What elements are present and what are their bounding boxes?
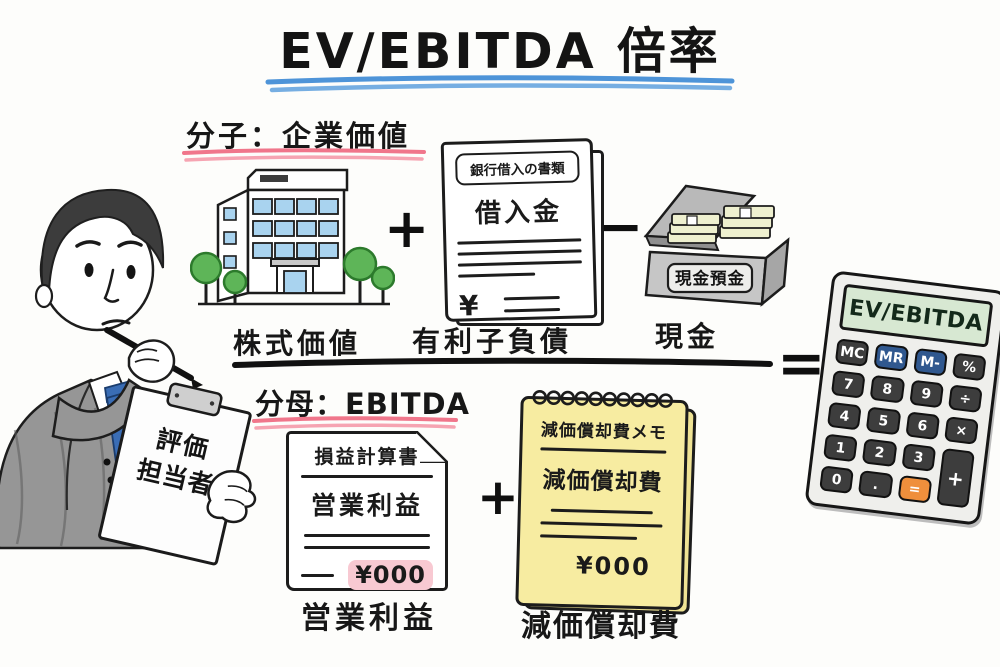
calc-key-3: 3 — [900, 443, 936, 472]
nose — [103, 268, 120, 303]
text-line — [458, 272, 536, 278]
income-statement-document: 損益計算書 営業利益 ¥000 — [286, 431, 448, 591]
calc-key-plus: + — [936, 447, 975, 509]
depreciation-caption: 減価償却費 — [521, 609, 681, 644]
calc-key-mminus: M- — [912, 347, 948, 377]
equals-sign: = — [777, 329, 826, 397]
clipboard: 評価 担当者 — [98, 382, 257, 566]
calc-key-mr: MR — [873, 343, 909, 372]
income-amount-row: ¥000 — [301, 560, 433, 590]
text-line — [301, 475, 433, 478]
ear — [34, 283, 54, 309]
debt-document-header: 銀行借入の書類 — [454, 150, 580, 186]
minus-operator: − — [598, 195, 644, 258]
office-building-icon — [190, 168, 395, 306]
calc-key-8: 8 — [869, 374, 905, 404]
calc-key-4: 4 — [826, 401, 862, 431]
calc-key-multiply: × — [943, 416, 979, 445]
calc-key-percent: % — [951, 352, 987, 382]
text-line — [504, 295, 561, 301]
cash-caption: 現金 — [655, 320, 720, 353]
calc-key-mc: MC — [834, 338, 870, 367]
text-line — [540, 534, 637, 540]
plus-operator-bottom: + — [477, 468, 519, 526]
numerator-underline — [182, 148, 426, 162]
depreciation-memo-pad: 減価償却費メモ 減価償却費 ¥000 — [515, 390, 689, 611]
calc-key-6: 6 — [904, 411, 940, 441]
debt-document-item: 借入金 — [474, 196, 563, 230]
calc-key-1: 1 — [823, 433, 859, 463]
cash-box-label: 現金預金 — [675, 268, 745, 288]
eye — [84, 263, 94, 277]
memo-header: 減価償却費メモ — [540, 420, 668, 444]
plus-operator-top: + — [384, 197, 430, 260]
text-line — [539, 447, 667, 454]
analyst-illustration: 評価 担当者 — [0, 188, 257, 566]
title-underline — [265, 75, 735, 93]
text-line — [457, 238, 582, 245]
hair — [40, 188, 165, 298]
text-line — [457, 260, 582, 267]
debt-amount-row: ¥ — [458, 286, 584, 323]
folded-corner — [416, 431, 448, 463]
eye — [126, 265, 136, 279]
numerator-heading: 分子：企業価値 — [186, 119, 411, 153]
calc-key-dot: . — [858, 470, 894, 499]
income-statement-header: 損益計算書 — [314, 446, 420, 468]
calculator-keypad: MC MR M- % 7 8 9 ÷ 4 5 6 × 1 2 3 + 0 . = — [819, 338, 987, 509]
text-line — [303, 534, 431, 537]
memo-item: 減価償却費 — [542, 467, 663, 497]
denominator-heading: 分母：EBITDA — [255, 387, 471, 421]
building-windows — [223, 198, 339, 269]
operating-profit-amount: ¥000 — [348, 560, 433, 590]
text-line — [303, 546, 431, 549]
text-line — [540, 521, 663, 528]
calc-key-7: 7 — [830, 370, 866, 399]
debt-document: 銀行借入の書類 借入金 ¥ — [440, 138, 598, 323]
calc-key-divide: ÷ — [947, 384, 983, 414]
text-line — [550, 508, 653, 515]
fraction-bar — [232, 357, 773, 368]
clipboard-clip — [166, 382, 223, 417]
cash-box-icon: 現金預金 — [643, 184, 790, 307]
tree-icons — [190, 246, 395, 304]
spiral-binding — [532, 390, 674, 408]
text-line — [504, 307, 561, 313]
calc-key-0: 0 — [819, 465, 855, 495]
depreciation-amount: ¥000 — [575, 551, 652, 582]
calc-key-2: 2 — [861, 438, 898, 468]
yen-sign: ¥ — [458, 289, 479, 323]
page-title: EV/EBITDA 倍率 — [279, 23, 721, 80]
cash-bills — [667, 205, 775, 244]
operating-profit-caption: 営業利益 — [301, 601, 437, 636]
calculator-icon: EV/EBITDA MC MR M- % 7 8 9 ÷ 4 5 6 × 1 2… — [804, 270, 1000, 526]
calculator-body: EV/EBITDA MC MR M- % 7 8 9 ÷ 4 5 6 × 1 2… — [804, 270, 1000, 526]
calc-key-equals: = — [897, 474, 933, 504]
eyebrow — [75, 240, 101, 248]
hand-holding-clipboard — [206, 470, 257, 524]
eyebrow — [117, 240, 143, 248]
mouth — [101, 319, 131, 326]
calc-key-9: 9 — [908, 379, 944, 409]
income-statement-item: 営業利益 — [310, 491, 423, 520]
text-line — [457, 249, 582, 256]
calc-key-5: 5 — [865, 406, 901, 436]
debt-caption: 有利子負債 — [412, 325, 573, 358]
equity-caption: 株式価値 — [233, 327, 362, 360]
text-line — [301, 573, 335, 577]
calculator-display: EV/EBITDA — [838, 283, 994, 348]
denominator-underline — [252, 416, 458, 430]
